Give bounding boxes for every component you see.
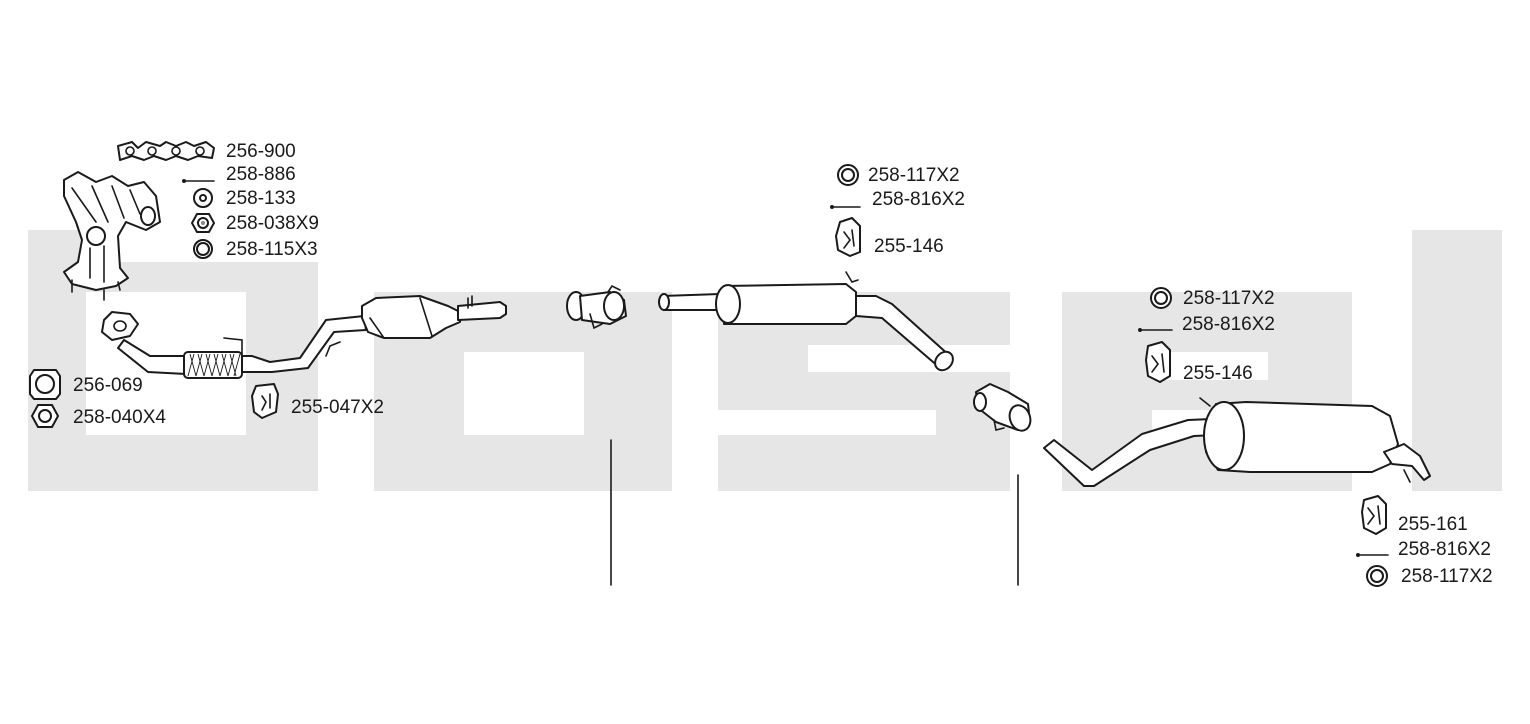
gasket-icon — [29, 369, 61, 400]
label-ring: 258-115X3 — [226, 239, 318, 260]
label-hex-nut: 258-040X4 — [73, 407, 166, 428]
label-stud: 258-886 — [226, 164, 296, 185]
front-pipe — [101, 311, 367, 379]
gasket-set-icon — [117, 141, 215, 161]
label-gasket-set: 256-900 — [226, 141, 296, 162]
catalytic-converter — [361, 295, 507, 339]
mid-ring-icon — [837, 164, 859, 186]
pipe-clamp-rear — [973, 383, 1032, 432]
label-washer: 258-133 — [226, 188, 296, 209]
label-rear-ring-b: 258-117X2 — [1401, 566, 1493, 587]
label-gasket: 256-069 — [73, 375, 143, 396]
middle-silencer — [658, 271, 954, 372]
washer-icon — [193, 188, 213, 208]
label-rubber-mount-front: 255-047X2 — [291, 397, 384, 418]
label-rear-bolt-b: 258-816X2 — [1398, 539, 1491, 560]
label-rear-mount-b: 255-161 — [1398, 514, 1468, 535]
exhaust-manifold — [63, 171, 161, 301]
label-rear-ring-a: 258-117X2 — [1183, 288, 1275, 309]
rear-bolt-b-icon — [1356, 553, 1389, 557]
label-rear-bolt-a: 258-816X2 — [1182, 314, 1275, 335]
rear-bolt-a-icon — [1138, 328, 1173, 332]
ring-icon — [193, 239, 213, 259]
mid-bolt-icon — [830, 205, 861, 209]
rear-silencer — [1043, 397, 1431, 487]
label-mid-ring: 258-117X2 — [868, 165, 960, 186]
pipe-clamp-front — [566, 284, 627, 330]
label-rear-mount-a: 255-146 — [1183, 363, 1253, 384]
label-flanged-nut: 258-038X9 — [226, 213, 319, 234]
flanged-nut-icon — [191, 213, 215, 233]
rear-mount-a-icon — [1145, 341, 1171, 383]
label-mid-bolt: 258-816X2 — [872, 189, 965, 210]
stud-icon — [182, 179, 215, 183]
hex-nut-icon — [31, 404, 59, 428]
mid-mount-icon — [835, 217, 861, 257]
rear-ring-a-icon — [1150, 287, 1172, 309]
label-mid-mount: 255-146 — [874, 236, 944, 257]
rear-ring-b-icon — [1366, 565, 1388, 587]
rear-mount-b-icon — [1361, 495, 1387, 535]
rubber-mount-icon — [251, 383, 279, 419]
